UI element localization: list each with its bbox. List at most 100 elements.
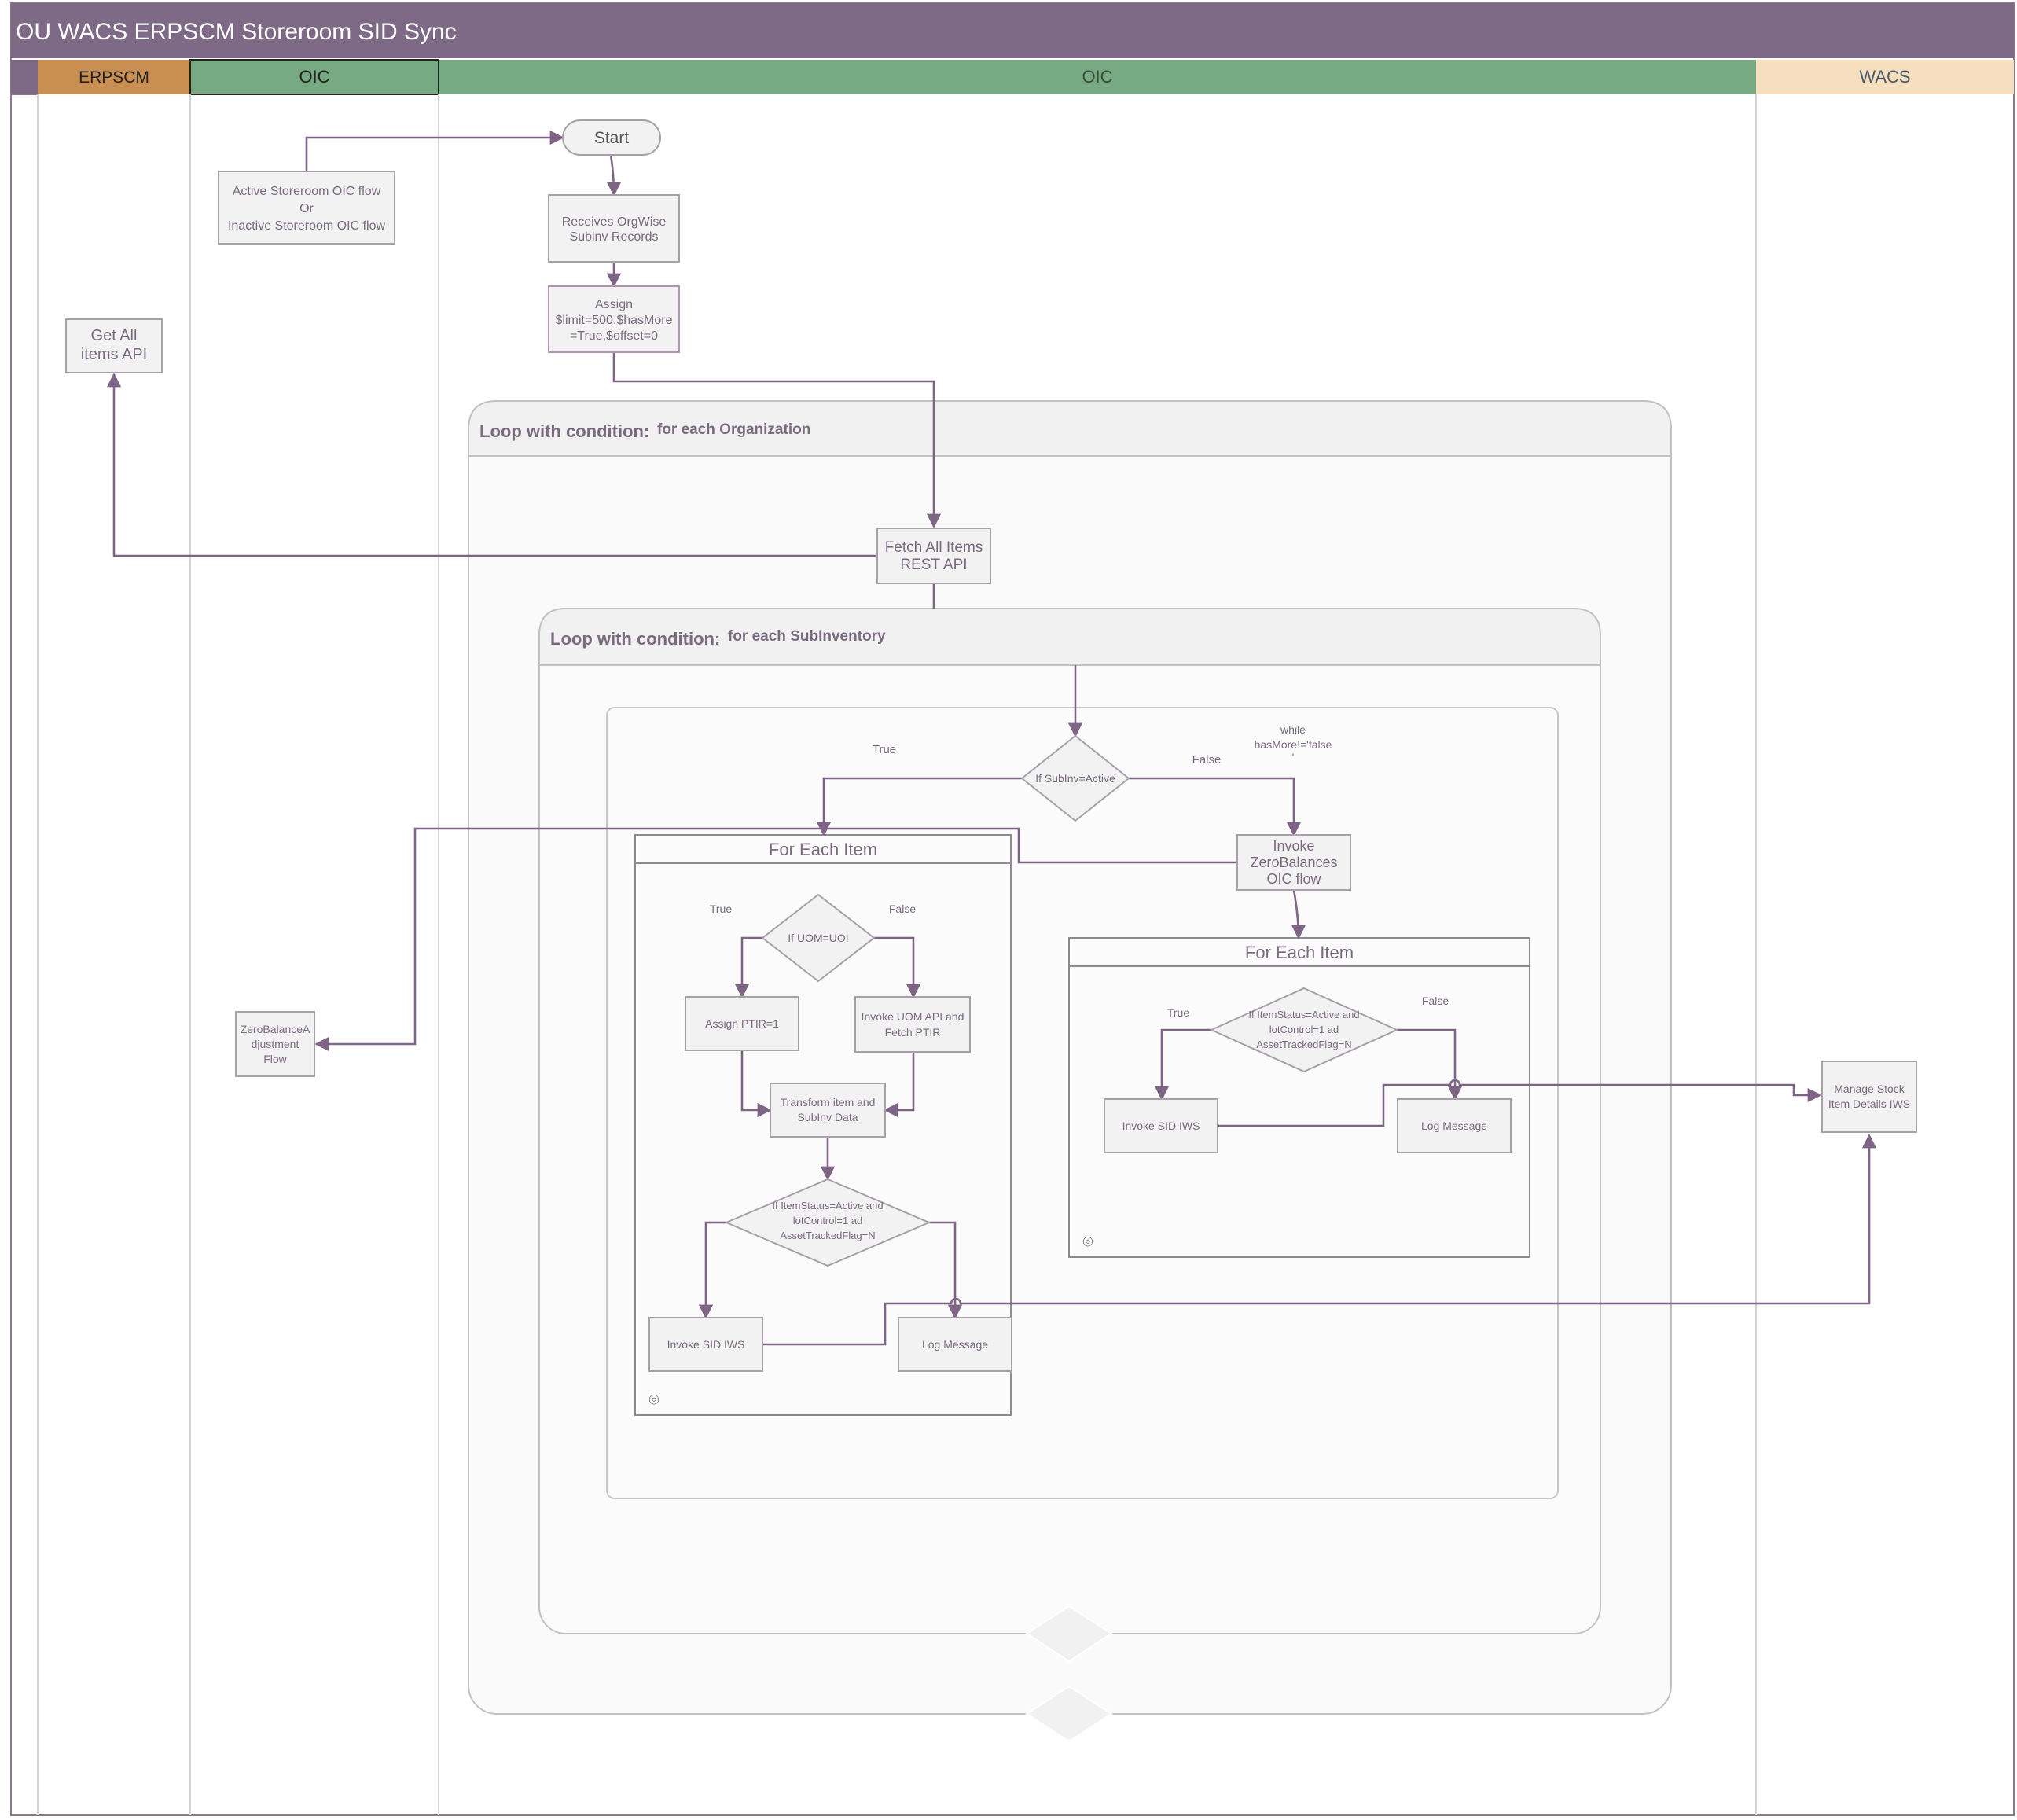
sid-right-label: Invoke SID IWS — [1122, 1120, 1200, 1132]
loop-org-condition: for each Organization — [657, 421, 810, 438]
while-note-line-1: while — [1280, 723, 1306, 736]
invoke-zero-balances-box[interactable]: Invoke ZeroBalances OIC flow — [1236, 834, 1351, 891]
trigger-line-1: Active Storeroom OIC flow — [233, 185, 381, 198]
for-each-right-title: For Each Item — [1245, 943, 1354, 962]
zero-line-2: ZeroBalances — [1250, 855, 1337, 870]
zero-line-3: OIC flow — [1266, 871, 1321, 887]
edge-status-left-true — [698, 1221, 726, 1319]
transform-data-box[interactable]: Transform item and SubInv Data — [770, 1083, 886, 1138]
edge-uom-true — [734, 936, 762, 998]
lane-header-oic-2 — [439, 60, 1756, 94]
trigger-flows-box[interactable]: Active Storeroom OIC flow Or Inactive St… — [218, 171, 395, 245]
diagram-title: OU WACS ERPSCM Storeroom SID Sync — [16, 19, 457, 45]
lane-label-oic-2: OIC — [1082, 67, 1112, 86]
if-subinv-decision[interactable]: If SubInv=Active — [1020, 734, 1130, 822]
for-each-right-container: For Each Item ⌾ — [1068, 937, 1530, 1258]
edge-subinv-true — [816, 777, 1022, 836]
status-right-false-label: False — [1422, 995, 1449, 1007]
get-all-items-api-box[interactable]: Get All items API — [65, 318, 163, 373]
lane-header-wacs — [1756, 60, 2014, 94]
if-uom-label: If UOM=UOI — [788, 932, 848, 944]
loop-org-label: Loop with condition: — [479, 421, 649, 441]
edge-sid-right-to-manage-stock — [1218, 1079, 1822, 1127]
uom-api-line-2: Fetch PTIR — [885, 1026, 941, 1039]
edge-trigger-to-start — [305, 130, 564, 171]
edge-uom-false — [874, 936, 921, 998]
zero-balance-flow-box[interactable]: ZeroBalanceA djustment Flow — [235, 1011, 315, 1077]
edge-status-right-false — [1397, 1028, 1463, 1101]
sid-left-label: Invoke SID IWS — [667, 1338, 745, 1351]
edge-start-to-receives — [606, 154, 622, 197]
loop-sub-condition: for each SubInventory — [728, 628, 886, 645]
edge-status-left-false — [929, 1221, 963, 1319]
receives-line-2: Subinv Records — [570, 230, 659, 244]
invoke-sid-iws-left-box[interactable]: Invoke SID IWS — [648, 1317, 763, 1372]
uom-api-line-1: Invoke UOM API and — [862, 1010, 964, 1023]
log-right-label: Log Message — [1421, 1120, 1487, 1132]
transform-line-1: Transform item and — [781, 1096, 876, 1109]
manage-line-2: Item Details IWS — [1828, 1098, 1910, 1110]
fetch-line-1: Fetch All Items — [885, 539, 983, 556]
edge-uom-api-to-transform — [884, 1052, 915, 1118]
lane-left-stub — [11, 60, 38, 94]
zb-line-2: djustment — [252, 1038, 299, 1050]
edge-fetch-to-get-all — [106, 373, 877, 557]
receives-line-1: Receives OrgWise — [562, 215, 667, 229]
status-right-line-1: If ItemStatus=Active and — [1248, 1009, 1359, 1020]
loop-sub-label: Loop with condition: — [550, 629, 720, 649]
assign-vars-box[interactable]: Assign $limit=500,$hasMore =True,$offset… — [548, 285, 680, 353]
while-note-line-2: hasMore!='false — [1255, 738, 1332, 751]
log-left-label: Log Message — [922, 1338, 988, 1351]
edge-sid-left-to-manage-stock — [762, 1134, 1877, 1346]
log-message-right-box[interactable]: Log Message — [1397, 1098, 1512, 1153]
log-message-left-box[interactable]: Log Message — [898, 1317, 1012, 1372]
start-node[interactable]: Start — [562, 119, 661, 156]
start-label: Start — [594, 129, 630, 147]
assign-line-1: Assign — [595, 298, 633, 311]
assign-line-3: =True,$offset=0 — [570, 329, 658, 343]
invoke-sid-iws-right-box[interactable]: Invoke SID IWS — [1104, 1098, 1218, 1153]
manage-line-1: Manage Stock — [1834, 1083, 1905, 1095]
ptir-label: Assign PTIR=1 — [705, 1017, 779, 1030]
manage-stock-iws-box[interactable]: Manage Stock Item Details IWS — [1821, 1061, 1917, 1133]
zb-line-1: ZeroBalanceA — [241, 1023, 310, 1035]
loop-icon: ⌾ — [1082, 1232, 1093, 1252]
loop-org-end-diamond — [1025, 1685, 1113, 1743]
lane-header-erpscm — [38, 60, 190, 94]
zb-line-3: Flow — [263, 1053, 287, 1065]
assign-ptir-box[interactable]: Assign PTIR=1 — [685, 996, 799, 1051]
assign-line-2: $limit=500,$hasMore — [556, 314, 673, 327]
edge-assign-to-fetch — [612, 352, 942, 528]
get-all-line-1: Get All — [91, 327, 138, 344]
edge-zero-to-for-each-right — [1291, 889, 1306, 939]
fetch-all-items-box[interactable]: Fetch All Items REST API — [876, 528, 991, 584]
edge-ptir-to-transform — [740, 1050, 772, 1118]
status-right-true-label: True — [1167, 1006, 1189, 1019]
lane-label-wacs: WACS — [1859, 67, 1910, 86]
title-bar — [11, 3, 2014, 58]
subinv-false-label: False — [1192, 753, 1222, 767]
if-item-status-right-decision[interactable]: If ItemStatus=Active and lotControl=1 ad… — [1209, 987, 1399, 1073]
status-left-line-2: lotControl=1 ad — [793, 1215, 863, 1226]
edge-status-right-true — [1154, 1028, 1211, 1101]
status-left-line-3: AssetTrackedFlag=N — [780, 1230, 875, 1241]
lane-left-strip — [10, 94, 39, 1816]
transform-line-2: SubInv Data — [797, 1111, 858, 1123]
if-item-status-left-decision[interactable]: If ItemStatus=Active and lotControl=1 ad… — [724, 1178, 931, 1267]
zero-line-1: Invoke — [1273, 838, 1314, 854]
lane-label-oic-1: OIC — [299, 67, 329, 86]
loop-icon: ⌾ — [648, 1390, 659, 1410]
trigger-line-2: Or — [299, 202, 314, 215]
uom-false-label: False — [889, 903, 916, 915]
while-note-line-3: ' — [1292, 751, 1295, 763]
status-right-line-3: AssetTrackedFlag=N — [1256, 1039, 1351, 1050]
if-uom-decision[interactable]: If UOM=UOI — [761, 893, 876, 983]
fetch-line-2: REST API — [900, 557, 967, 573]
lane-label-erpscm: ERPSCM — [79, 68, 149, 86]
status-right-line-2: lotControl=1 ad — [1269, 1024, 1339, 1035]
subinv-true-label: True — [873, 743, 896, 756]
receives-records-box[interactable]: Receives OrgWise Subinv Records — [548, 194, 680, 263]
edge-zero-to-zerobalance-flow — [314, 827, 1237, 1052]
invoke-uom-api-box[interactable]: Invoke UOM API and Fetch PTIR — [854, 996, 971, 1053]
